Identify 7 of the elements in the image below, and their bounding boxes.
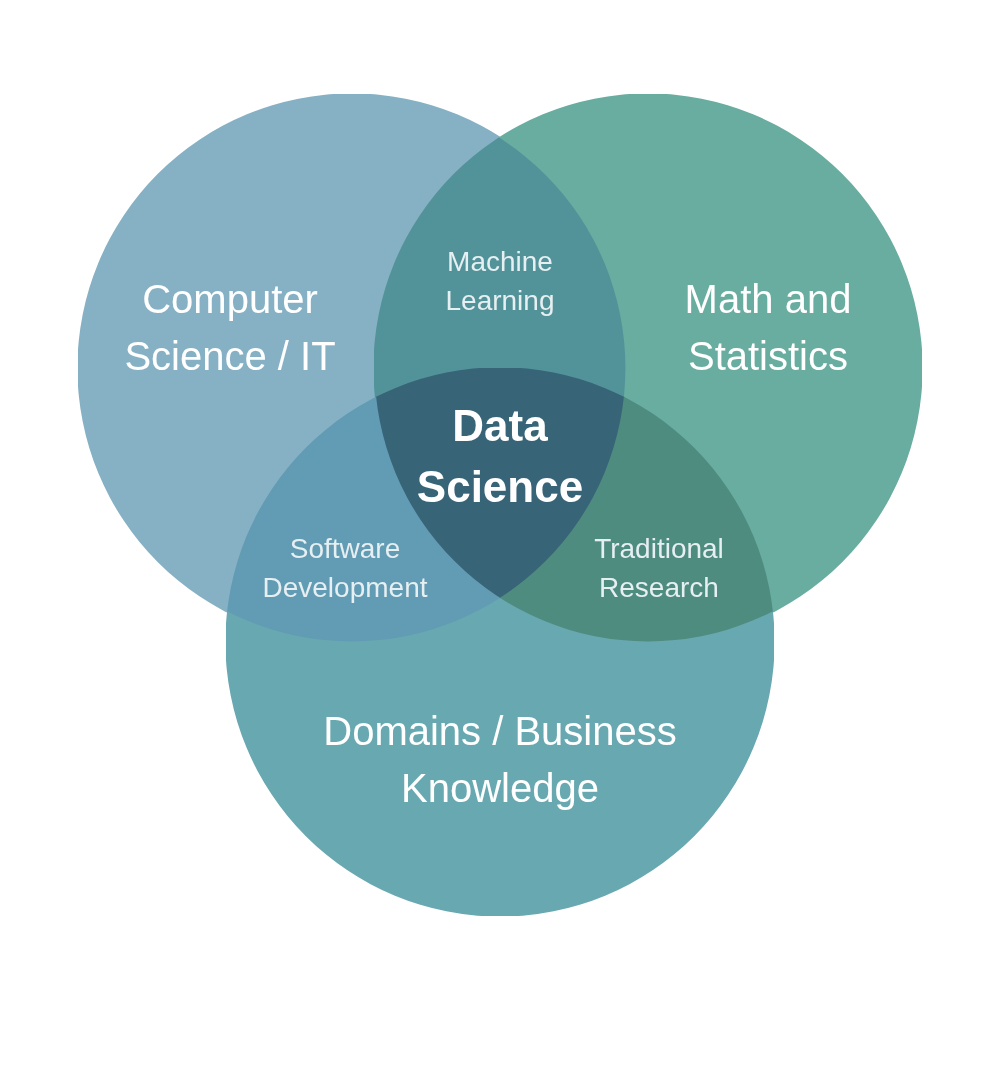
region-label: Traditional Research bbox=[593, 532, 725, 606]
circle-label: Domains / Business Knowledge bbox=[322, 708, 678, 812]
region-label: Machine Learning bbox=[444, 245, 556, 319]
region-label: Software Development bbox=[261, 532, 429, 606]
circle-label: Computer Science / IT bbox=[123, 276, 337, 380]
center-label: Data Science bbox=[415, 399, 585, 514]
circle-label: Math and Statistics bbox=[683, 276, 853, 380]
